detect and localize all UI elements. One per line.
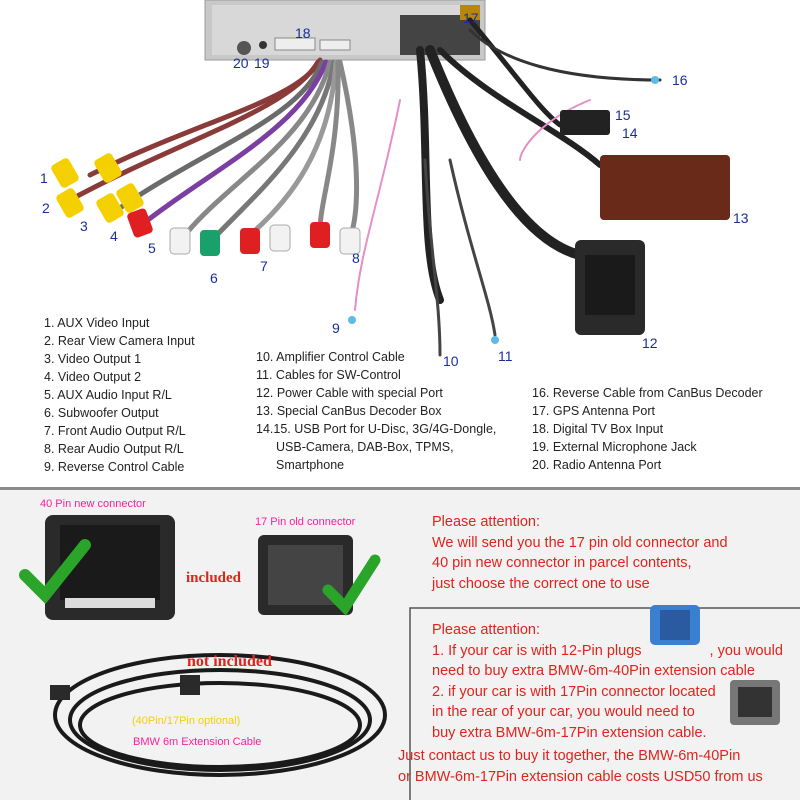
canbus-box — [600, 155, 730, 220]
attention-notice-1: Please attention: We will send you the 1… — [432, 512, 728, 594]
legend-item: 19. External Microphone Jack — [532, 440, 697, 454]
callout-17: 17 — [463, 10, 479, 26]
legend-item: 12. Power Cable with special Port — [256, 386, 443, 400]
attention-text: , you would — [709, 642, 783, 659]
callout-7: 7 — [260, 258, 268, 274]
callout-11: 11 — [498, 348, 513, 364]
callout-16: 16 — [672, 72, 688, 88]
connector-40pin — [45, 515, 175, 620]
rca-plugs — [51, 153, 361, 256]
legend-item: USB-Camera, DAB-Box, TPMS, — [276, 440, 454, 454]
attention-line: in the rear of your car, you would need … — [432, 704, 695, 720]
extension-cable-image — [53, 653, 387, 777]
callout-14: 14 — [622, 125, 638, 141]
extension-cable-plug — [50, 685, 70, 700]
legend-item: 10. Amplifier Control Cable — [256, 350, 405, 364]
callout-4: 4 — [110, 228, 118, 244]
legend-item: 3. Video Output 1 — [44, 352, 142, 366]
wire-tip — [348, 316, 356, 324]
legend-item: 14.15. USB Port for U-Disc, 3G/4G-Dongle… — [256, 422, 497, 436]
wiring-illustration — [51, 0, 730, 357]
check-icon — [19, 539, 91, 604]
plug-12pin-image — [650, 605, 700, 645]
legend-item: 2. Rear View Camera Input — [44, 334, 195, 348]
cable-bundle — [67, 17, 662, 357]
head-unit — [204, 0, 486, 61]
included-label: included — [186, 570, 242, 586]
connector-info-panel: 40 Pin new connector 17 Pin old connecto… — [0, 490, 800, 800]
attention-text: 1. If your car is with 12-Pin plugs — [432, 642, 642, 659]
legend-item: 5. AUX Audio Input R/L — [44, 388, 172, 402]
legend-item: 18. Digital TV Box Input — [532, 422, 664, 436]
legend-column-1: 1. AUX Video Input 2. Rear View Camera I… — [44, 314, 195, 476]
legend-column-2: 10. Amplifier Control Cable 11. Cables f… — [256, 348, 496, 474]
legend-item: 8. Rear Audio Output R/L — [44, 442, 184, 456]
callout-6: 6 — [210, 270, 218, 286]
pin40-label: 40 Pin new connector — [40, 498, 146, 510]
plug-17pin-image — [730, 680, 780, 725]
attention-line: just choose the correct one to use — [432, 575, 650, 592]
cable-name-label: BMW 6m Extension Cable — [133, 736, 262, 748]
callout-19: 19 — [254, 55, 270, 71]
wire-tip — [651, 76, 659, 84]
attention-line: or BMW-6m-17Pin extension cable costs US… — [398, 768, 763, 785]
attention-line: need to buy extra BMW-6m-40Pin extension… — [432, 663, 755, 679]
callout-12: 12 — [642, 335, 658, 351]
legend-item: 20. Radio Antenna Port — [532, 458, 662, 472]
legend-item: Smartphone — [276, 458, 345, 472]
legend-column-3: 16. Reverse Cable from CanBus Decoder 17… — [532, 384, 763, 474]
cable-optional-label: (40Pin/17Pin optional) — [132, 715, 241, 727]
callout-13: 13 — [733, 210, 749, 226]
callout-5: 5 — [148, 240, 156, 256]
legend-item: 4. Video Output 2 — [44, 370, 142, 384]
callout-9: 9 — [332, 320, 340, 336]
pin17-label: 17 Pin old connector — [255, 516, 356, 528]
extension-cable-plug — [180, 675, 200, 695]
attention-line: Just contact us to buy it together, the … — [398, 748, 741, 764]
not-included-label: not included — [187, 653, 272, 670]
callout-20: 20 — [233, 55, 249, 71]
callout-3: 3 — [80, 218, 88, 234]
legend-item: 13. Special CanBus Decoder Box — [256, 404, 442, 418]
attention-line: 1. If your car is with 12-Pin plugs , you… — [432, 641, 783, 662]
attention-line: buy extra BMW-6m-17Pin extension cable. — [432, 724, 707, 741]
legend-item: 1. AUX Video Input — [44, 316, 150, 330]
legend-item: 6. Subwoofer Output — [44, 406, 159, 420]
legend-item: 16. Reverse Cable from CanBus Decoder — [532, 386, 763, 400]
callout-18: 18 — [295, 25, 311, 41]
callout-10: 10 — [443, 353, 459, 369]
power-connector — [575, 240, 645, 335]
attention-notice-2: Please attention: 1. If your car is with… — [432, 620, 783, 743]
legend-item: 17. GPS Antenna Port — [532, 404, 655, 418]
attention-heading: Please attention: — [432, 622, 541, 638]
callout-1: 1 — [40, 170, 48, 186]
attention-line: 40 pin new connector in parcel contents, — [432, 555, 692, 571]
attention-footer: Just contact us to buy it together, the … — [398, 746, 763, 787]
wiring-diagram-panel: 1 2 3 4 5 6 7 8 9 10 11 12 13 14 15 16 1… — [40, 0, 763, 476]
attention-heading: Please attention: — [432, 514, 541, 530]
section-divider — [0, 487, 800, 490]
attention-line: We will send you the 17 pin old connecto… — [432, 534, 728, 551]
usb-port — [560, 110, 610, 135]
attention-line: 2. if your car is with 17Pin connector l… — [432, 683, 716, 700]
wire-tip — [491, 336, 499, 344]
callout-2: 2 — [42, 200, 50, 216]
legend-item: 11. Cables for SW-Control — [256, 368, 401, 382]
check-icon — [322, 554, 381, 616]
legend-item: 9. Reverse Control Cable — [44, 460, 185, 474]
callout-15: 15 — [615, 107, 631, 123]
legend-item: 7. Front Audio Output R/L — [44, 424, 186, 438]
callout-8: 8 — [352, 250, 360, 266]
connector-illustrations — [19, 515, 800, 800]
